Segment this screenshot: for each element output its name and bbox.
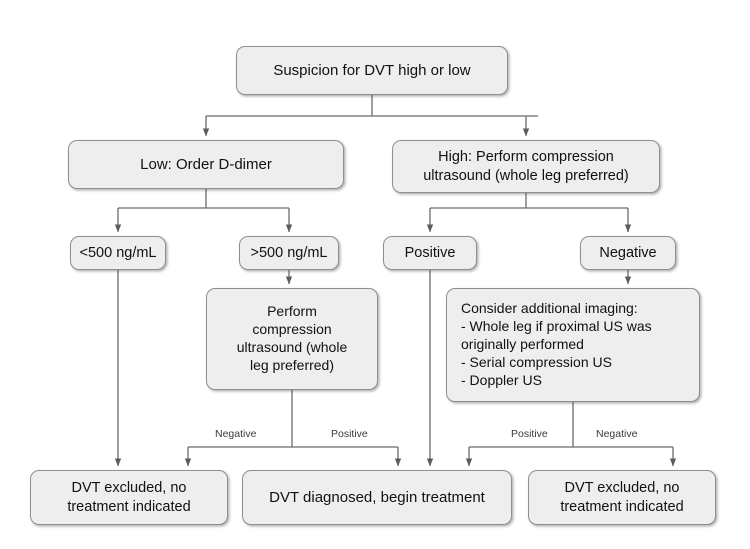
node-root[interactable]: Suspicion for DVT high or low (236, 46, 508, 95)
node-high-branch[interactable]: High: Perform compression ultrasound (wh… (392, 140, 660, 193)
node-compression-ultrasound-label: Perform compression ultrasound (whole le… (236, 303, 348, 373)
node-dvt-excluded-left[interactable]: DVT excluded, no treatment indicated (30, 470, 228, 525)
node-dvt-excluded-right[interactable]: DVT excluded, no treatment indicated (528, 470, 716, 525)
edge-label-imaging-positive: Positive (508, 428, 551, 440)
node-dvt-excluded-left-label: DVT excluded, no treatment indicated (67, 479, 191, 515)
node-ddimer-low[interactable]: <500 ng/mL (70, 236, 166, 270)
node-low-branch-label: Low: Order D-dimer (140, 155, 272, 173)
edge-label-cus-negative: Negative (212, 428, 260, 440)
node-root-label: Suspicion for DVT high or low (273, 61, 471, 79)
node-consider-imaging[interactable]: Consider additional imaging: - Whole leg… (446, 288, 700, 402)
node-us-negative-label: Negative (599, 244, 657, 261)
node-low-branch[interactable]: Low: Order D-dimer (68, 140, 344, 189)
node-us-positive-label: Positive (404, 244, 456, 261)
node-ddimer-high[interactable]: >500 ng/mL (239, 236, 339, 270)
node-dvt-diagnosed-label: DVT diagnosed, begin treatment (269, 488, 485, 506)
node-us-negative[interactable]: Negative (580, 236, 676, 270)
node-consider-imaging-label: Consider additional imaging: - Whole leg… (461, 300, 652, 388)
node-ddimer-low-label: <500 ng/mL (79, 244, 157, 261)
node-compression-ultrasound[interactable]: Perform compression ultrasound (whole le… (206, 288, 378, 390)
edge-label-imaging-negative: Negative (593, 428, 641, 440)
node-ddimer-high-label: >500 ng/mL (250, 244, 328, 261)
node-high-branch-label: High: Perform compression ultrasound (wh… (423, 148, 629, 184)
edge-label-cus-positive: Positive (328, 428, 371, 440)
node-us-positive[interactable]: Positive (383, 236, 477, 270)
node-dvt-diagnosed[interactable]: DVT diagnosed, begin treatment (242, 470, 512, 525)
node-dvt-excluded-right-label: DVT excluded, no treatment indicated (560, 479, 684, 515)
